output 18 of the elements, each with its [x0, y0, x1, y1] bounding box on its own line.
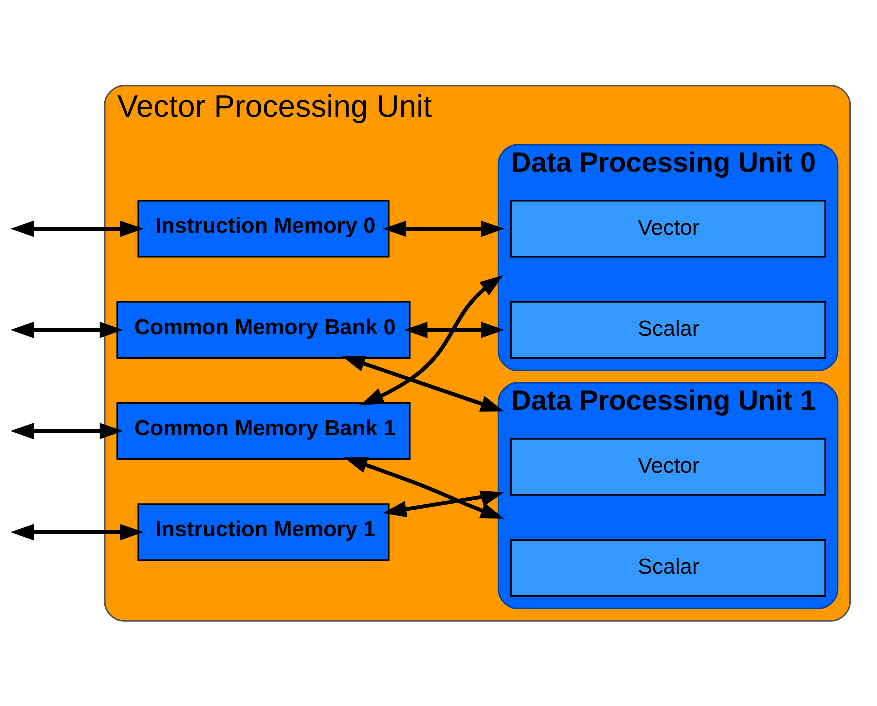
arrow — [404, 321, 504, 338]
arrow — [344, 457, 504, 518]
arrow — [10, 321, 123, 338]
arrow — [382, 220, 504, 237]
arrow — [10, 524, 144, 540]
node-box: Instruction Memory 0 — [137, 200, 390, 258]
arrow — [382, 490, 504, 518]
arrow — [10, 422, 123, 439]
node-box: Instruction Memory 1 — [137, 503, 390, 561]
node-box: Scalar — [510, 538, 826, 596]
node-box: Common Memory Bank 1 — [116, 402, 410, 460]
arrow — [360, 274, 503, 406]
arrow — [341, 356, 504, 412]
node-box: Vector — [510, 200, 826, 258]
node-box: Scalar — [510, 300, 826, 358]
node-box: Common Memory Bank 0 — [116, 300, 410, 358]
node-box: Vector — [510, 438, 826, 496]
arrow — [10, 220, 144, 237]
